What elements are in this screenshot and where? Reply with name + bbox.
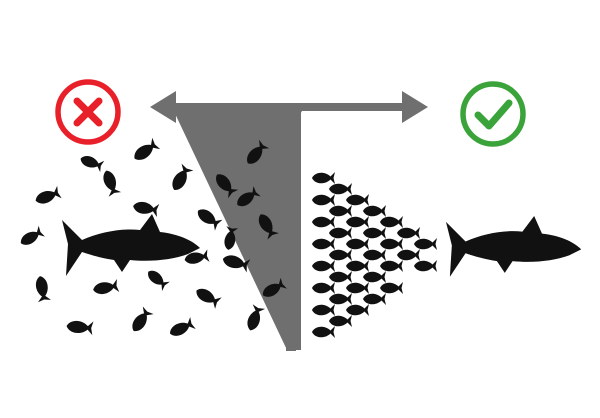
right-badge [460,81,526,147]
fish-icon [312,282,335,294]
fish-icon [380,260,403,272]
fish-icon [363,205,386,217]
fish-icon [33,275,51,303]
arrow-head-right [402,91,428,123]
fish-icon [329,293,352,305]
shark-icon [62,214,200,276]
fish-icon [329,249,352,261]
check-icon [474,99,513,130]
fish-icon [312,172,335,184]
fish-icon [194,205,223,231]
fish-icon [380,238,403,250]
fish-icon [33,185,62,207]
fish-icon [346,194,369,206]
fish-icon [132,199,160,217]
fish-icon [329,271,352,283]
fish-icon [397,249,420,261]
wrong-badge [55,79,121,145]
split-arrow [150,91,428,351]
fish-icon [168,163,194,194]
fish-icon [329,205,352,217]
fish-icon [329,183,352,195]
fish-icon [144,266,170,291]
fish-icon [363,227,386,239]
fish-icon [346,216,369,228]
arrow-stem [286,103,296,351]
fish-icon [397,227,420,239]
fish-icon [312,216,335,228]
fish-icon [312,238,335,250]
fish-icon [312,304,335,316]
fish-icon [312,194,335,206]
fish-icon [329,227,352,239]
fish-icon [346,304,369,316]
arrow-head-left [150,91,176,123]
fish-icon [100,168,122,197]
arrow-shaft [170,103,408,350]
fish-icon [312,326,335,338]
fish-icon [380,216,403,228]
right-ring [460,81,526,147]
fish-icon [363,271,386,283]
fish-icon [329,315,352,327]
fish-school-group [312,172,437,338]
fish-icon [346,260,369,272]
fish-icon [167,316,196,340]
fish-icon [244,304,266,333]
fish-icon [363,249,386,261]
fish-icon [92,279,120,297]
fish-icon [65,319,94,336]
fish-icon [128,306,154,335]
fish-icon [193,284,222,309]
fish-icon [312,260,335,272]
fish-icon [380,282,403,294]
fish-icon [414,238,437,250]
cross-icon [73,97,103,127]
fish-icon [78,152,105,173]
shark-icon [445,216,582,277]
fish-icon [17,225,45,249]
fish-icon [346,238,369,250]
fish-icon [130,137,161,165]
fish-icon [363,293,386,305]
fish-icon [414,260,437,272]
fish-icon [346,282,369,294]
